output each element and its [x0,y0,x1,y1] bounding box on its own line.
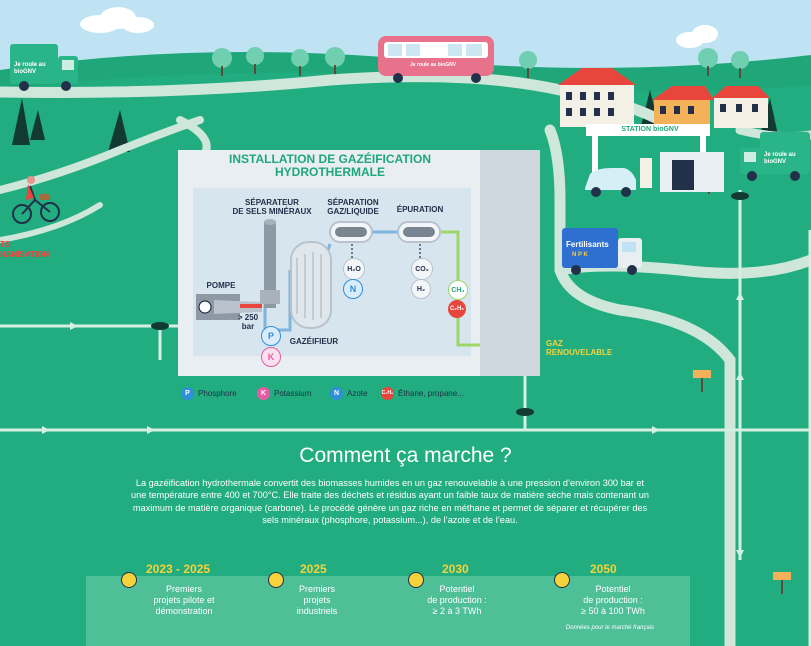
gasifier-tank [290,241,332,329]
timeline-text: Potentiel de production : ≥ 50 à 100 TWh [581,584,645,616]
description: La gazéification hydrothermale convertit… [131,478,649,526]
badge-co2: CO₂ [411,258,433,280]
badge-h2: H₂ [411,279,431,299]
potassium-icon: K [257,386,270,400]
trees [12,47,778,152]
station-label: STATION bioGNV [621,126,679,133]
timeline-note: Données pour le marché français [565,625,655,631]
side-label-1: TS [0,240,11,249]
manhole-icons [151,192,749,416]
truck-label: Je roule au bioGNV [14,62,46,75]
car-icon [585,168,636,197]
clock-icon [121,572,137,588]
legend-label: Phosphore [198,388,237,398]
pressure-label: > 250 bar [237,313,259,331]
fertilisants-title: Fertilisants [566,240,609,249]
pompe-label: POMPE [206,281,236,290]
separator-column [260,219,280,308]
epuration-label: ÉPURATION [396,205,444,214]
truck-right-label: Je roule au bioGNV [764,152,796,165]
fertilisants-truck-icon [562,228,642,275]
legend-phosphore: P Phosphore [181,386,237,400]
timeline-text: Potentiel de production : ≥ 2 à 3 TWh [427,584,487,616]
timeline-text: Premiers projets pilote et démonstration [153,584,215,616]
clock-icon [554,572,570,588]
ethane-icon: C₂H₆ [381,386,394,400]
truck-right-icon [740,132,810,181]
coil-units [329,221,441,258]
azote-icon: N [330,386,343,400]
gazeifieur-label: GAZÉIFIEUR [289,337,339,346]
bus-icon [378,36,494,83]
separation-label: SÉPARATION GAZ/LIQUIDE [327,198,379,216]
timeline-text: Premiers projets industriels [296,584,338,616]
fertilisants-letters: N P K [572,252,588,258]
legend-azote: N Azote [330,386,367,400]
legend-label: Potassium [274,388,312,398]
side-label-2: HANISATION [0,250,50,259]
clock-icon [408,572,424,588]
legend-label: Azote [347,388,368,398]
timeline-year: 2050 [590,562,617,576]
clock-icon [268,572,284,588]
page-title: Comment ça marche ? [299,444,512,467]
badge-water: H₂O [343,258,365,280]
phosphore-icon: P [181,386,194,400]
timeline-year: 2025 [300,562,327,576]
badge-ethane: C₂H₆ [448,300,466,318]
legend-potassium: K Potassium [257,386,311,400]
legend-ethane: C₂H₆ Éthane, propane... [381,386,464,400]
installation-title: INSTALLATION DE GAZÉIFICATION HYDROTHERM… [229,152,431,179]
houses [558,68,770,128]
bus-label: Je roule au bioGNV [410,62,457,68]
timeline-year: 2023 - 2025 [146,562,211,576]
legend-label: Éthane, propane... [398,388,464,398]
cloud-icon [80,7,718,48]
truck-icon [10,44,78,91]
pump-icon [196,294,262,320]
timeline-year: 2030 [442,562,469,576]
station-icon [586,124,724,192]
cyclist-icon [12,176,60,224]
badge-phosphorus: P [261,326,281,346]
badge-potassium: K [261,347,281,367]
badge-nitrogen: N [343,279,363,299]
separateur-label: SÉPARATEUR DE SELS MINÉRAUX [232,198,312,216]
gaz-renouvelable-label: GAZ RENOUVELABLE [546,339,613,357]
badge-methane: CH₄ [448,280,468,300]
